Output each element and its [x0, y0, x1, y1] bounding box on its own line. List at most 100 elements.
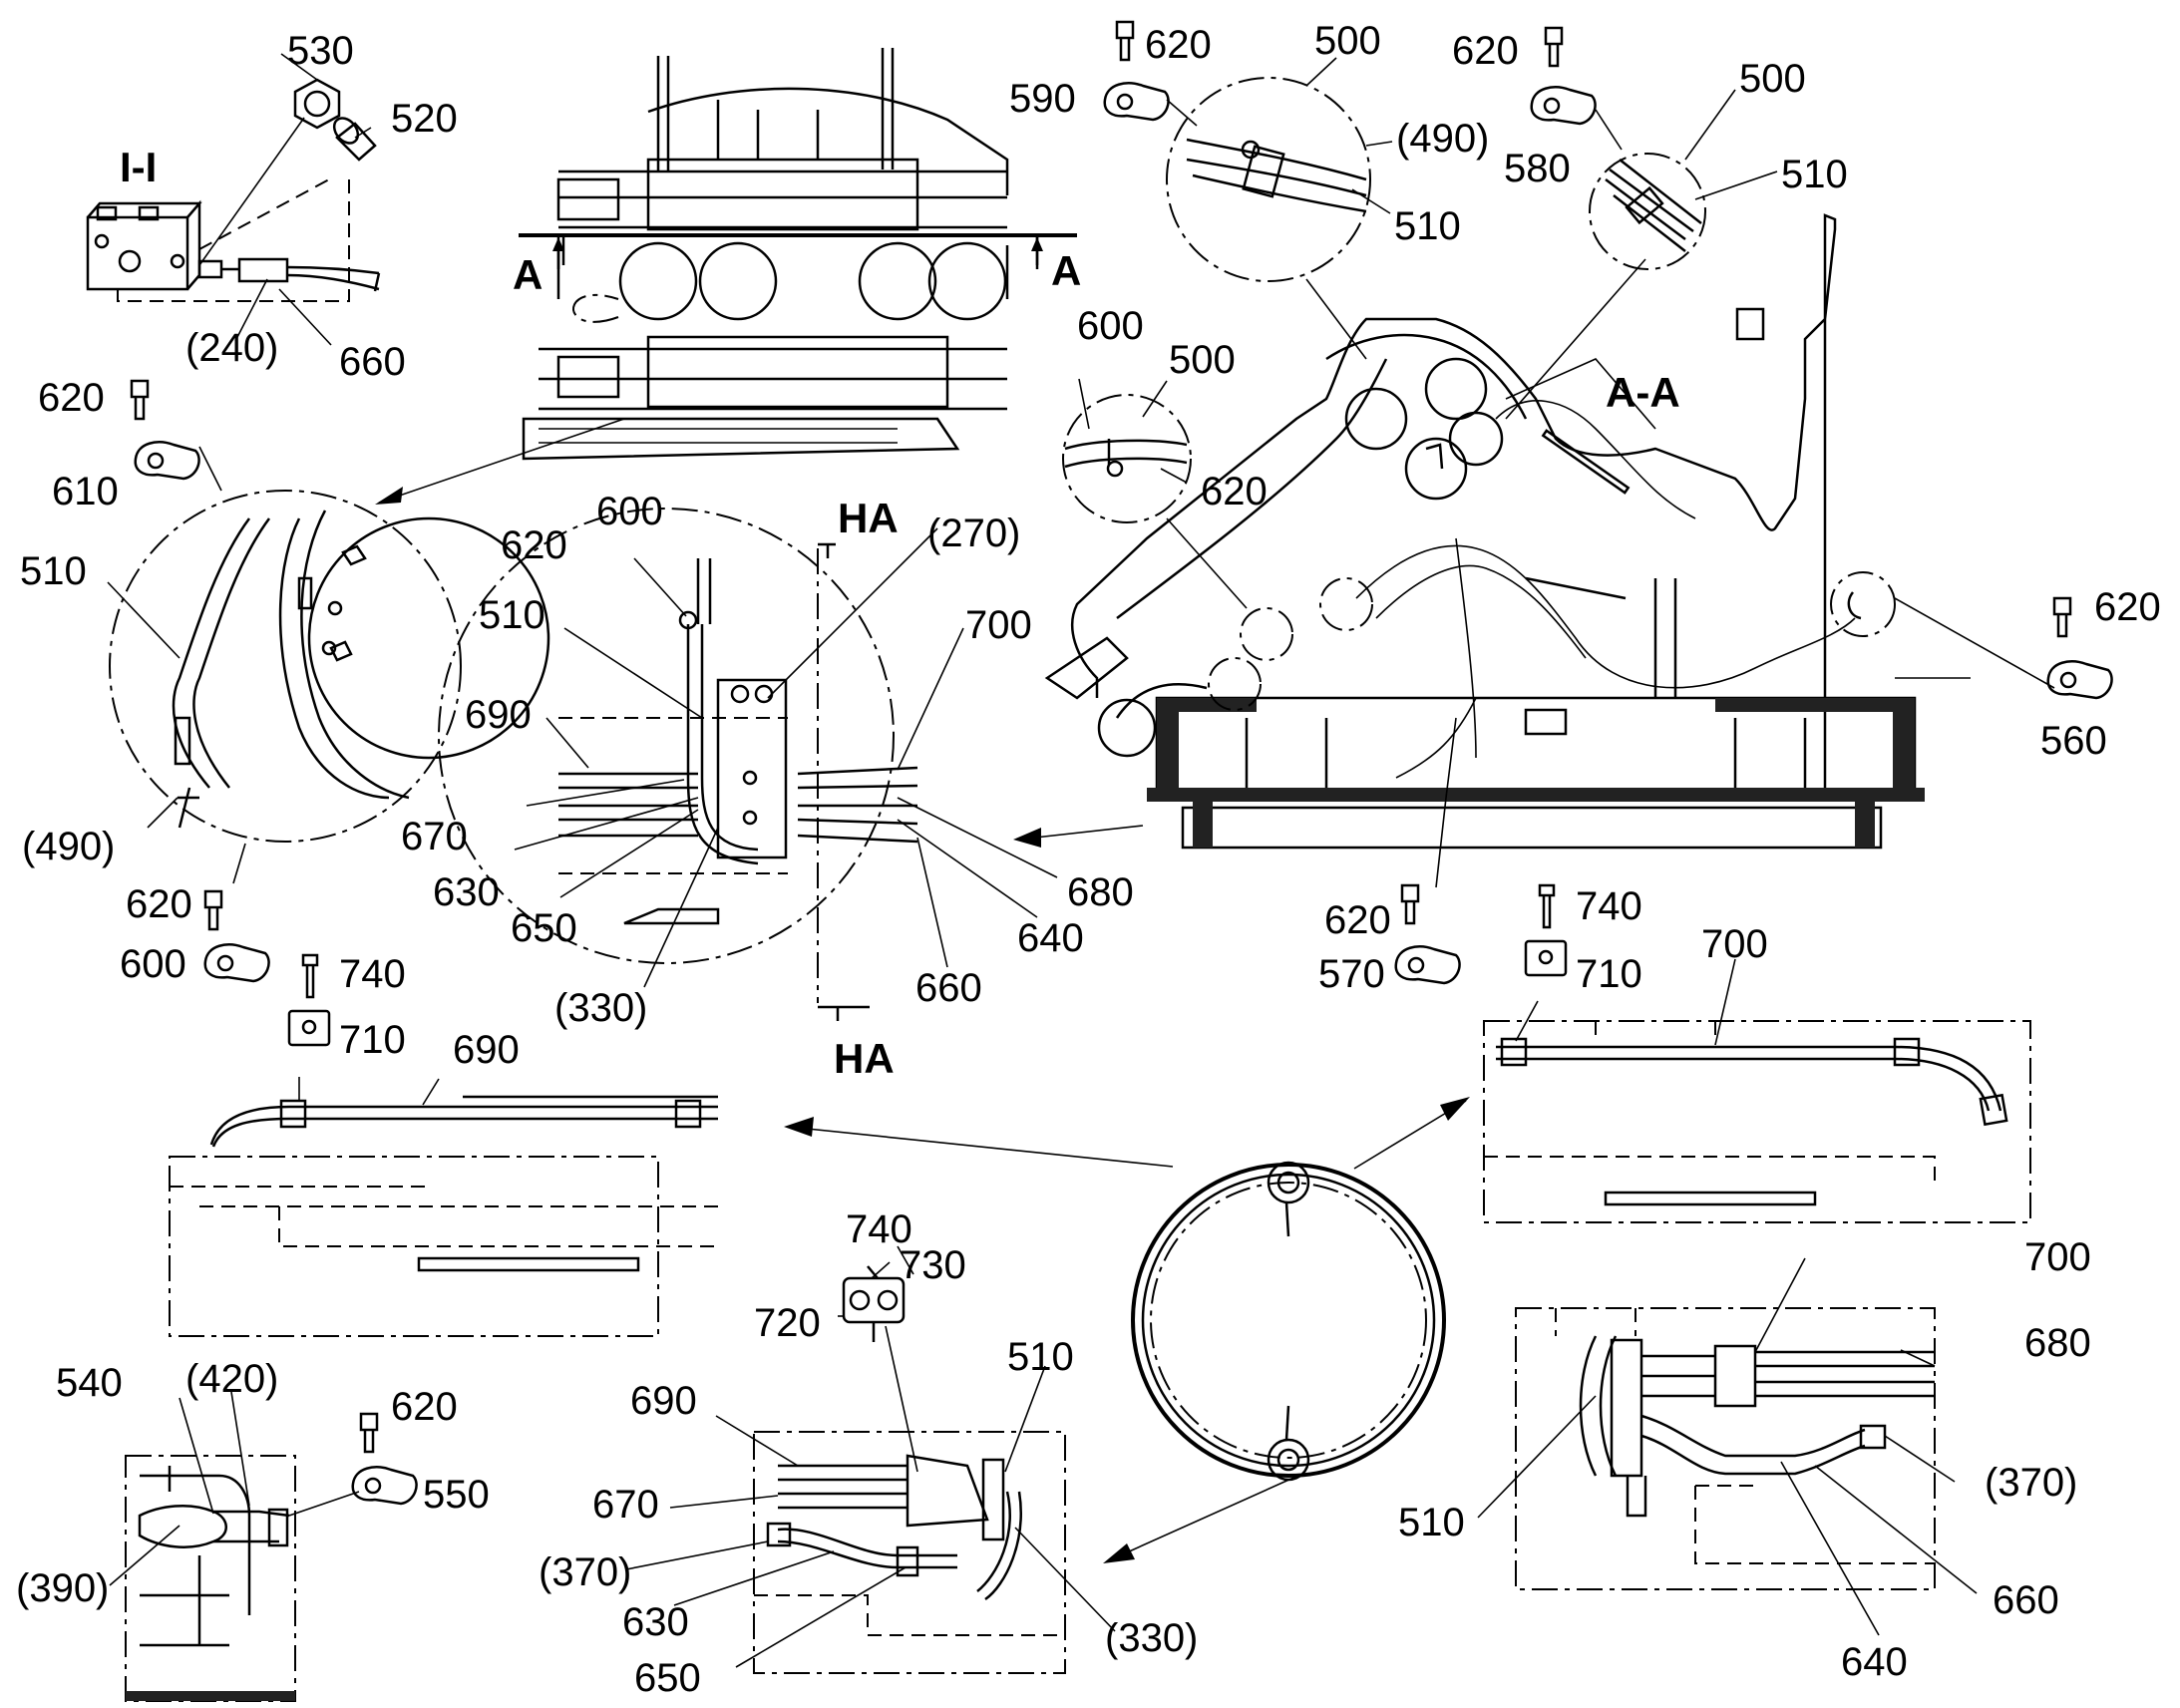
bolt-740-center	[1538, 883, 1556, 929]
label-650-a: 650	[511, 906, 577, 950]
label-510-a: 510	[1394, 204, 1461, 248]
clip-550	[351, 1466, 418, 1506]
bolt-620-top-b	[1544, 26, 1564, 68]
label-240: (240)	[185, 326, 278, 370]
label-630-a: 630	[433, 870, 500, 914]
label-740-c: 740	[846, 1207, 912, 1251]
label-690-a: 690	[465, 693, 532, 737]
label-660-c: 660	[1993, 1578, 2059, 1622]
label-620-a: 620	[1145, 23, 1212, 67]
label-700-b: 700	[1701, 922, 1768, 966]
loose-parts	[130, 20, 2113, 1506]
label-720: 720	[754, 1301, 821, 1345]
label-630-b: 630	[622, 1600, 689, 1644]
bolt-620-lower-left	[203, 889, 223, 931]
title-a-left: A	[513, 251, 543, 298]
clip-570	[1394, 945, 1461, 985]
bolt-620-left	[130, 379, 150, 421]
label-660-a: 660	[339, 340, 406, 384]
label-610: 610	[52, 470, 119, 513]
detail-ha	[438, 508, 918, 1021]
label-620-i: 620	[391, 1385, 458, 1429]
detail-circle-500-b	[1589, 153, 1706, 270]
label-670-a: 670	[401, 815, 468, 858]
part-labels: 530 520 (240) 660 620 590 500 (490) 510 …	[16, 19, 2161, 1700]
label-580: 580	[1504, 147, 1571, 190]
label-690-c: 690	[630, 1379, 697, 1423]
label-390: (390)	[16, 1566, 109, 1610]
label-700-c: 700	[2024, 1235, 2091, 1279]
label-330-a: (330)	[554, 986, 647, 1030]
label-590: 590	[1009, 77, 1076, 121]
label-500-b: 500	[1739, 57, 1806, 101]
detail-circle-left	[109, 490, 550, 843]
label-490-a: (490)	[1396, 117, 1489, 161]
label-490-b: (490)	[22, 825, 115, 868]
clip-600	[203, 943, 270, 983]
block-710-left	[287, 1009, 331, 1047]
label-710-b: 710	[339, 1018, 406, 1062]
ring-view	[1131, 1161, 1446, 1482]
clip-560	[2046, 660, 2113, 700]
label-370-b: (370)	[1985, 1461, 2077, 1505]
label-500-a: 500	[1314, 19, 1381, 63]
label-510-d: 510	[479, 593, 545, 637]
label-550: 550	[423, 1473, 490, 1517]
label-270: (270)	[927, 512, 1020, 555]
title-ha-bottom: HA	[834, 1035, 895, 1082]
bolt-620-bottom	[359, 1412, 379, 1454]
clip-580	[1530, 86, 1597, 126]
detail-i-i	[86, 78, 381, 302]
label-530: 530	[287, 29, 354, 73]
label-370-a: (370)	[539, 1550, 631, 1594]
section-titles: I-I A A A-A HA HA	[120, 144, 1680, 1082]
section-a-a-frame	[1044, 213, 1925, 850]
label-570: 570	[1318, 952, 1385, 996]
label-600-a: 600	[120, 942, 186, 986]
label-650-b: 650	[634, 1656, 701, 1700]
clip-610	[134, 441, 200, 481]
title-a-a: A-A	[1606, 369, 1680, 416]
label-540: 540	[56, 1361, 123, 1405]
detail-690-horizontal	[169, 1095, 718, 1337]
detail-bottom-right	[1515, 1307, 1936, 1590]
bolt-620-top-a	[1115, 20, 1135, 62]
label-500-c: 500	[1169, 338, 1236, 382]
label-680-b: 680	[2024, 1321, 2091, 1365]
label-510-b: 510	[1781, 153, 1848, 196]
label-640-b: 640	[1841, 1640, 1908, 1684]
title-i-i: I-I	[120, 144, 157, 190]
detail-bottom-left	[125, 1455, 296, 1702]
title-ha-top: HA	[838, 495, 899, 541]
label-620-e: 620	[501, 523, 567, 567]
label-620-c: 620	[38, 376, 105, 420]
bolt-740-left	[301, 953, 319, 999]
label-670-b: 670	[592, 1483, 659, 1527]
label-420: (420)	[185, 1357, 278, 1401]
label-520: 520	[391, 97, 458, 141]
label-620-f: 620	[1201, 470, 1268, 513]
detail-700-horizontal	[1483, 1020, 2031, 1223]
detail-circle-600	[1062, 394, 1192, 523]
bolt-620-right	[2052, 596, 2072, 638]
label-510-c: 510	[20, 549, 87, 593]
label-510-e: 510	[1007, 1335, 1074, 1379]
label-660-b: 660	[915, 966, 982, 1010]
detail-bottom-center	[753, 1265, 1066, 1674]
label-710-a: 710	[1576, 952, 1642, 996]
bolt-620-center	[1400, 883, 1420, 925]
detail-circle-500-a	[1166, 77, 1371, 282]
label-680-a: 680	[1067, 870, 1134, 914]
label-690-b: 690	[453, 1028, 520, 1072]
label-330-b: (330)	[1105, 1616, 1198, 1660]
label-740-a: 740	[1576, 884, 1642, 928]
block-710-center	[1524, 939, 1568, 977]
label-600-b: 600	[596, 490, 663, 533]
label-740-b: 740	[339, 952, 406, 996]
label-730: 730	[900, 1243, 966, 1287]
label-640-a: 640	[1017, 916, 1084, 960]
label-700-a: 700	[965, 603, 1032, 647]
label-510-f: 510	[1398, 1501, 1465, 1544]
top-assembly-view	[519, 48, 1077, 461]
